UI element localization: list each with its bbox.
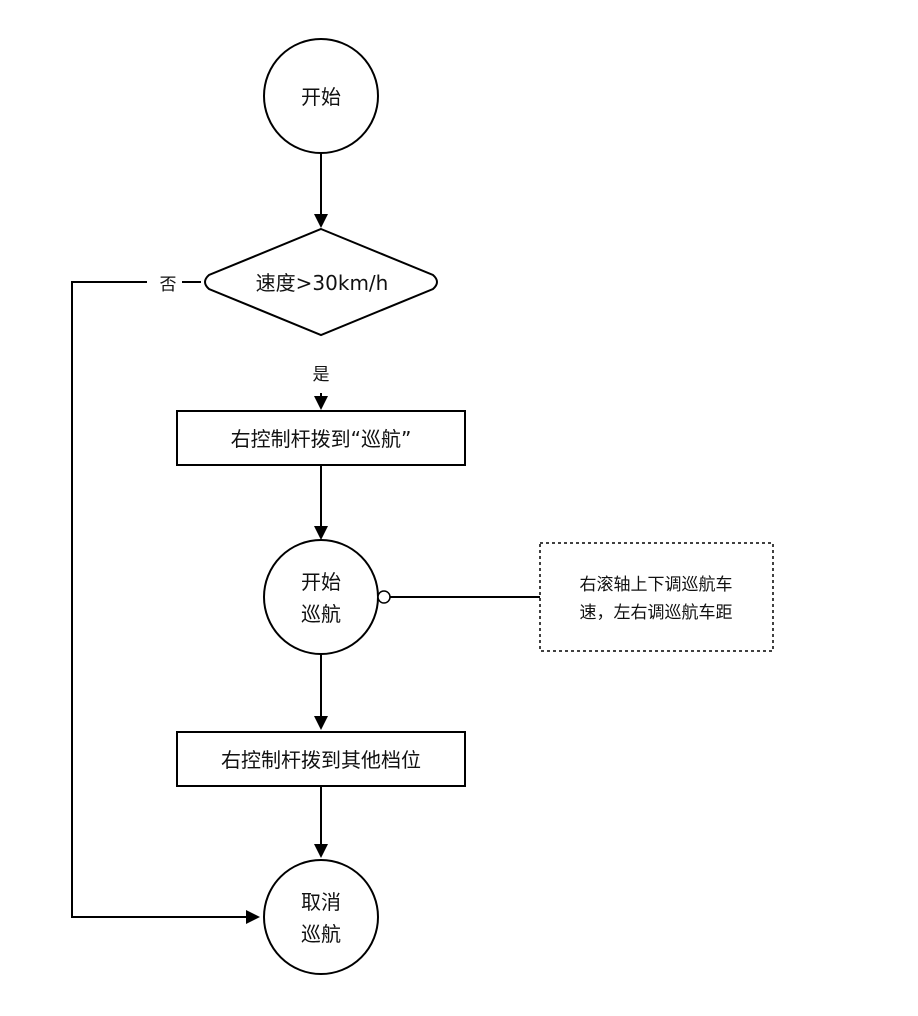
cancel-line2: 巡航 <box>301 922 341 946</box>
step2-label: 右控制杆拨到其他档位 <box>221 748 421 772</box>
decision-node <box>204 227 438 337</box>
decision-yes-label: 是 <box>313 365 330 385</box>
note-box <box>539 542 774 652</box>
decision-no-label: 否 <box>160 275 177 295</box>
note-connector-dot <box>377 590 391 604</box>
connector-no-branch <box>71 281 260 924</box>
step1-label: 右控制杆拨到“巡航” <box>231 427 412 451</box>
cruise-start-line2: 巡航 <box>301 602 341 626</box>
cancel-cruise-node <box>263 859 379 975</box>
cruise-start-line1: 开始 <box>301 570 341 594</box>
start-label: 开始 <box>301 85 341 109</box>
note-line2: 速，左右调巡航车距 <box>580 603 733 623</box>
cancel-line1: 取消 <box>301 890 341 914</box>
note-line1: 右滚轴上下调巡航车 <box>580 575 733 595</box>
cruise-start-node <box>263 539 379 655</box>
decision-label: 速度>30km/h <box>256 271 389 295</box>
